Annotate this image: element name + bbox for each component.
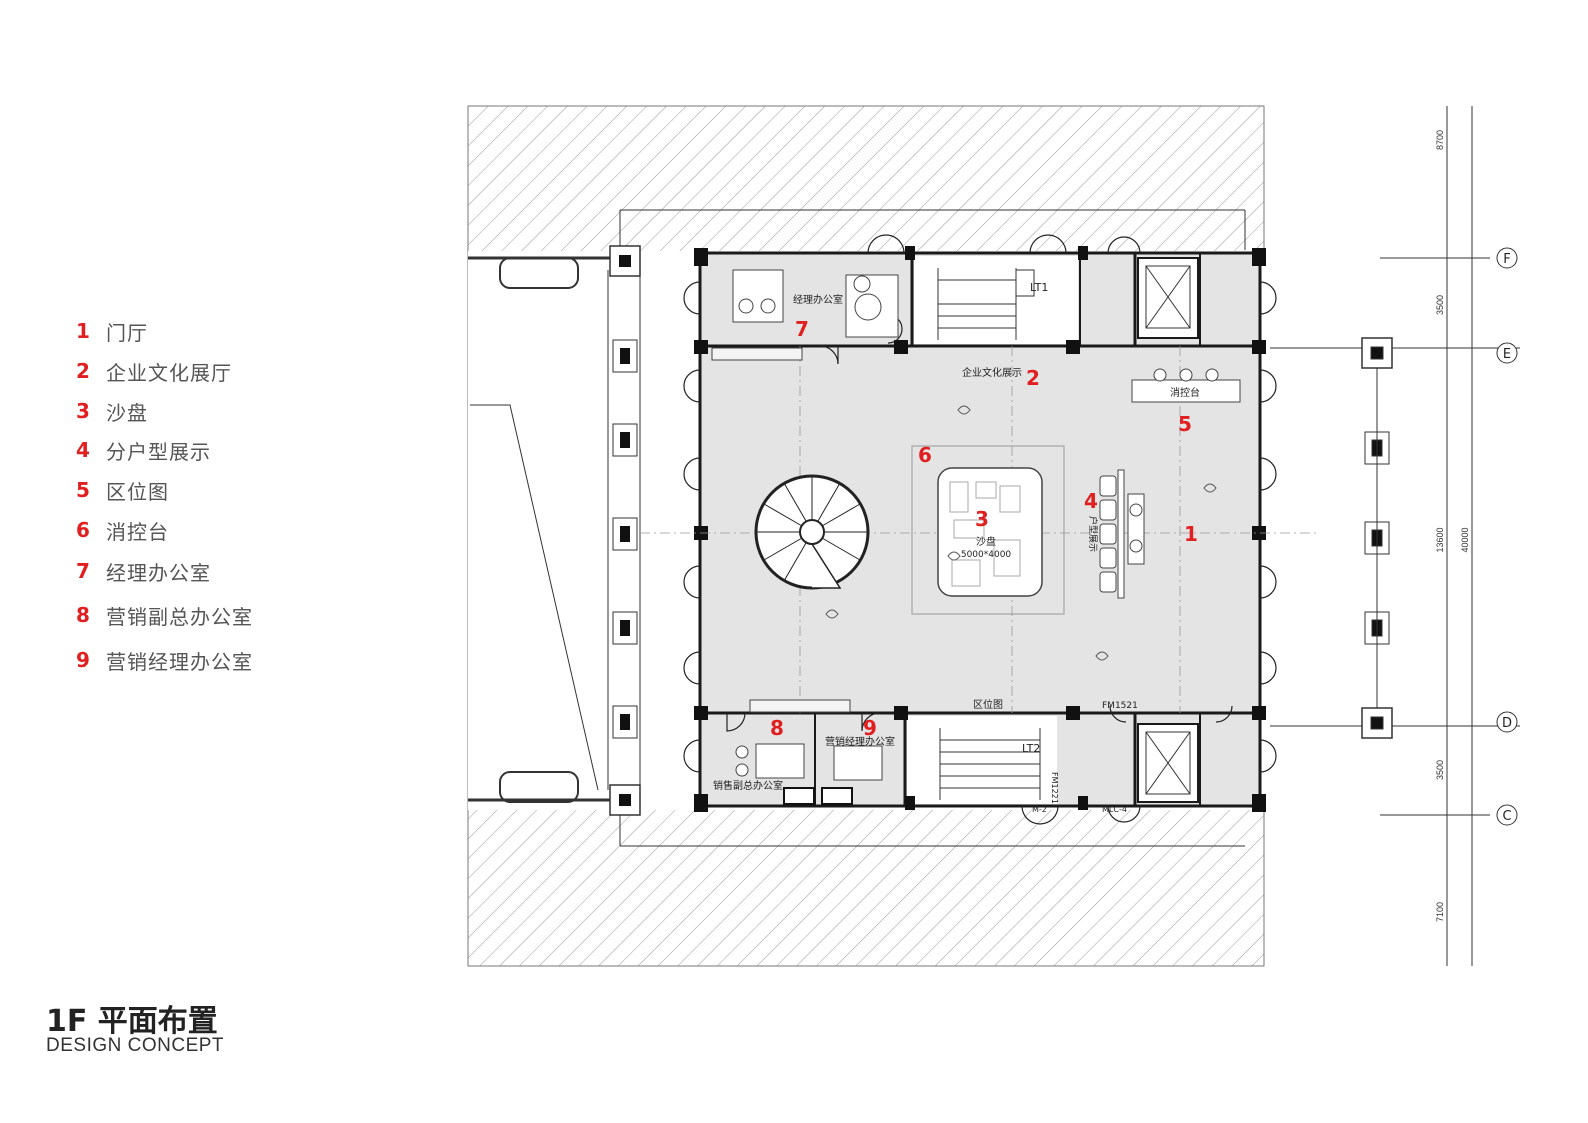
- room-label-sales-deputy-office: 销售副总办公室: [713, 779, 783, 792]
- legend-item: 8 营销副总办公室: [76, 600, 253, 630]
- room-label-sand-table: 沙盘: [976, 535, 996, 548]
- axis-f-label: F: [1503, 252, 1510, 267]
- dimension-text: 7100: [1435, 902, 1445, 922]
- marker-7: 7: [795, 317, 809, 341]
- legend-label: 企业文化展厅: [106, 360, 232, 385]
- legend-label: 经理办公室: [106, 560, 211, 585]
- legend-number: 4: [76, 438, 90, 462]
- grid-axes: [1270, 106, 1520, 966]
- fire-control-desk: [1131, 368, 1241, 403]
- marker-5: 5: [1178, 412, 1192, 436]
- marker-9: 9: [863, 716, 877, 740]
- legend-number: 1: [76, 319, 90, 343]
- legend-label: 营销副总办公室: [106, 604, 253, 629]
- legend-label: 门厅: [106, 320, 148, 345]
- legend-item: 9 营销经理办公室: [76, 645, 253, 675]
- spiral-stair: [754, 474, 870, 590]
- room-label-sales-manager-office: 营销经理办公室: [825, 735, 895, 748]
- legend-item: 4 分户型展示: [76, 435, 211, 465]
- legend-label: 消控台: [106, 519, 169, 544]
- legend-label: 分户型展示: [106, 439, 211, 464]
- room-label-culture-display: 企业文化展示: [962, 366, 1022, 379]
- room-label-fm1221: FM1221: [1050, 772, 1059, 804]
- room-label-lt1: LT1: [1030, 281, 1048, 294]
- legend-item: 1 门厅: [76, 316, 148, 346]
- dimension-text: 3500: [1435, 295, 1445, 315]
- dimension-text: 40000: [1460, 527, 1470, 552]
- stair-lt2: [939, 728, 1041, 800]
- left-walkway: [468, 209, 1246, 847]
- legend-label: 沙盘: [106, 400, 148, 425]
- legend-number: 2: [76, 359, 90, 383]
- dimension-text: 8700: [1435, 130, 1445, 150]
- legend-item: 3 沙盘: [76, 396, 148, 426]
- room-label-manager-office: 经理办公室: [793, 293, 843, 306]
- stair-lt1: [937, 268, 1035, 340]
- legend-item: 6 消控台: [76, 515, 169, 545]
- axis-e-label: E: [1503, 347, 1511, 362]
- axis-d-label: D: [1502, 716, 1512, 731]
- room-label-sand-table-size: 5000*4000: [961, 550, 1012, 560]
- bottom-office-furniture: [735, 743, 883, 805]
- axis-c-label: C: [1502, 809, 1511, 824]
- sand-table: [911, 445, 1065, 615]
- room-label-lt2: LT2: [1022, 742, 1040, 755]
- room-label-location-map: 区位图: [973, 698, 1003, 711]
- people-figures: [825, 405, 1217, 661]
- marker-3: 3: [975, 507, 989, 531]
- legend-number: 3: [76, 399, 90, 423]
- legend-item: 7 经理办公室: [76, 556, 211, 586]
- legend-number: 8: [76, 603, 90, 627]
- legend-number: 7: [76, 559, 90, 583]
- page-title: 1F 平面布置: [46, 1004, 218, 1039]
- legend-item: 2 企业文化展厅: [76, 356, 232, 386]
- unit-display-furniture: [1099, 469, 1145, 599]
- marker-4: 4: [1084, 489, 1098, 513]
- marker-1: 1: [1184, 522, 1198, 546]
- room-label-m2: M-2: [1032, 805, 1047, 814]
- legend-item: 5 区位图: [76, 475, 169, 505]
- dimension-text: 13600: [1435, 527, 1445, 552]
- page-subtitle: DESIGN CONCEPT: [46, 1035, 225, 1056]
- legend-number: 5: [76, 478, 90, 502]
- legend-label: 营销经理办公室: [106, 649, 253, 674]
- legend-number: 9: [76, 648, 90, 672]
- room-label-fire-control: 消控台: [1170, 386, 1200, 399]
- legend-label: 区位图: [106, 479, 169, 504]
- marker-2: 2: [1026, 366, 1040, 390]
- room-label-fm1521: FM1521: [1102, 701, 1138, 711]
- left-piers: [609, 245, 641, 816]
- dimension-text: 3500: [1435, 760, 1445, 780]
- legend-number: 6: [76, 518, 90, 542]
- manager-office-furniture: [711, 269, 899, 713]
- room-label-unit-display: 户型展示: [1087, 516, 1099, 552]
- room-label-mlc4: MLC-4: [1102, 805, 1127, 814]
- marker-8: 8: [770, 716, 784, 740]
- facade-doors: [683, 234, 1277, 825]
- marker-6: 6: [918, 443, 932, 467]
